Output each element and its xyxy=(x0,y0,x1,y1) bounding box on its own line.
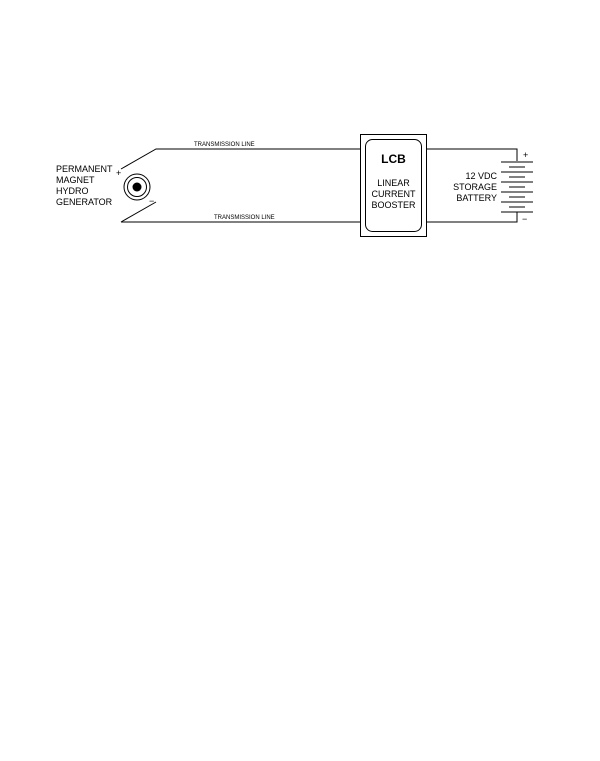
transmission-line-negative xyxy=(120,201,361,223)
lcb-name-line-3: BOOSTER xyxy=(371,200,416,210)
generator-label-line-1: PERMANENT xyxy=(56,164,113,174)
battery-symbol xyxy=(501,161,533,213)
battery-plus-sign: + xyxy=(523,150,528,160)
battery-negative-wire xyxy=(427,212,518,223)
transmission-line-top-label: TRANSMISSION LINE xyxy=(194,142,255,148)
lcb-abbreviation: LCB xyxy=(381,152,406,166)
generator-symbol xyxy=(123,173,151,201)
battery-label-line-2: STORAGE xyxy=(453,182,497,192)
generator-label-line-4: GENERATOR xyxy=(56,197,113,207)
battery-positive-wire xyxy=(427,148,518,161)
transmission-line-positive xyxy=(120,148,361,170)
generator-label: PERMANENT MAGNET HYDRO GENERATOR xyxy=(56,164,113,207)
battery-label-line-1: 12 VDC xyxy=(465,171,497,181)
battery-minus-sign: − xyxy=(522,214,527,224)
generator-label-line-2: MAGNET xyxy=(56,175,95,185)
battery-label-line-3: BATTERY xyxy=(456,193,497,203)
generator-plus-sign: + xyxy=(116,168,121,178)
lcb-box xyxy=(360,134,427,237)
transmission-line-bottom-label: TRANSMISSION LINE xyxy=(214,215,275,221)
lcb-name-line-2: CURRENT xyxy=(372,189,417,199)
generator-label-line-3: HYDRO xyxy=(56,186,89,196)
generator-minus-sign: − xyxy=(149,196,154,206)
lcb-name-line-1: LINEAR xyxy=(377,178,410,188)
